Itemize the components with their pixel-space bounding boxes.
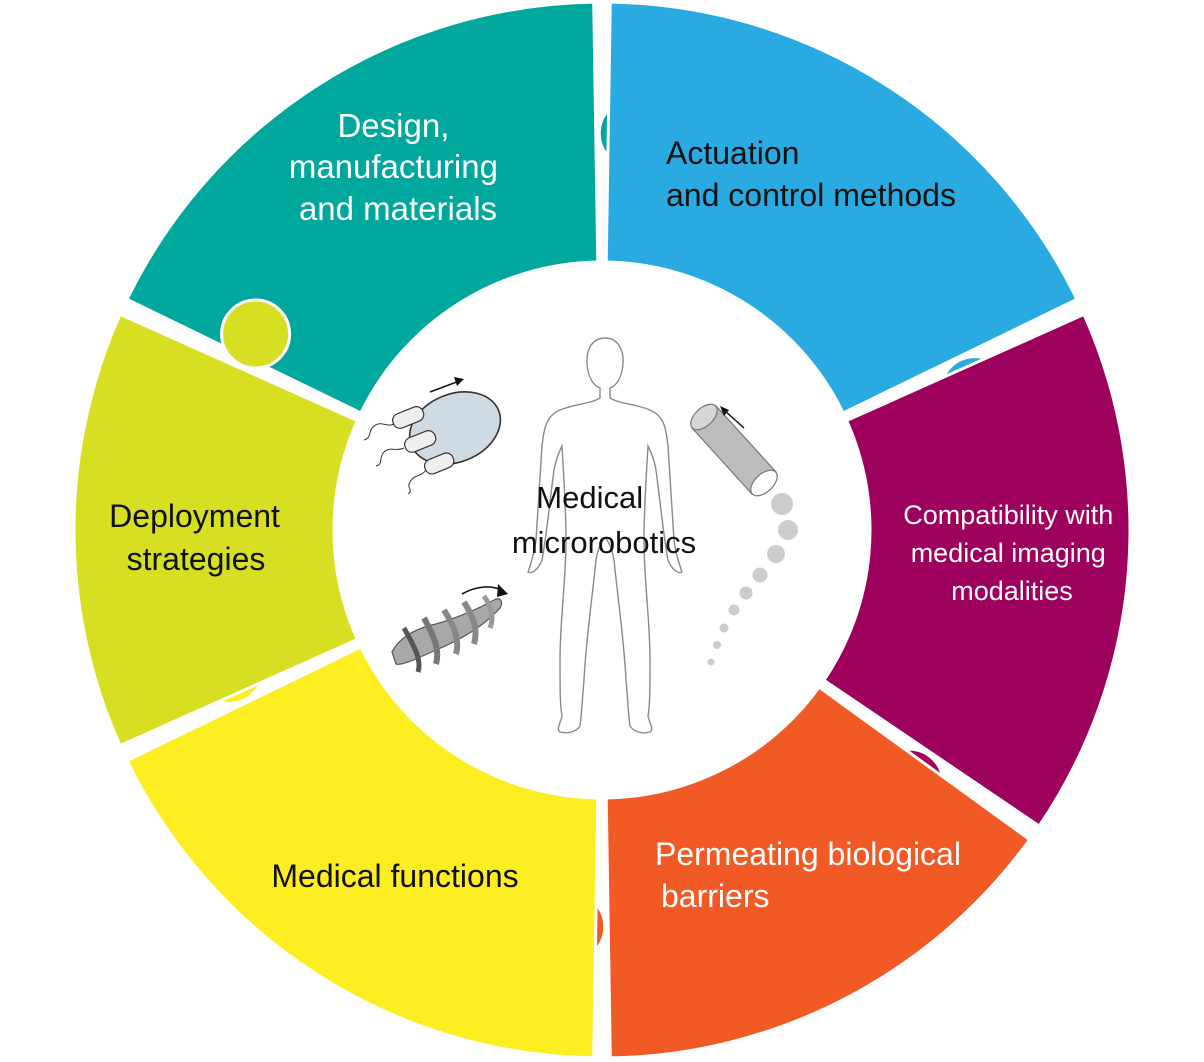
puzzle-piece-actuation <box>604 0 1079 415</box>
segment-label-deployment: Deployment strategies <box>109 498 289 577</box>
segment-label-functions: Medical functions <box>271 858 518 894</box>
puzzle-piece-deployment <box>72 312 360 748</box>
segment-label-design: Design, manufacturing and materials <box>289 107 507 227</box>
bacteria-driven-microrobot-icon <box>363 377 502 495</box>
puzzle-piece-imaging <box>821 312 1132 829</box>
segment-label-actuation: Actuation and control methods <box>666 135 956 213</box>
segment-label-barriers: Permeating biological barriers <box>655 836 970 914</box>
tubular-microjet-icon <box>690 403 798 666</box>
segment-label-imaging: Compatibility with medical imaging modal… <box>903 500 1121 606</box>
human-body-outline-icon <box>527 337 683 734</box>
center-label: Medical microrobotics <box>512 480 696 560</box>
puzzle-knob-deployment <box>220 298 292 370</box>
puzzle-piece-functions <box>125 645 600 1060</box>
puzzle-pieces <box>72 0 1132 1060</box>
helical-microrobot-icon <box>391 584 508 673</box>
puzzle-piece-barriers <box>604 685 1032 1060</box>
